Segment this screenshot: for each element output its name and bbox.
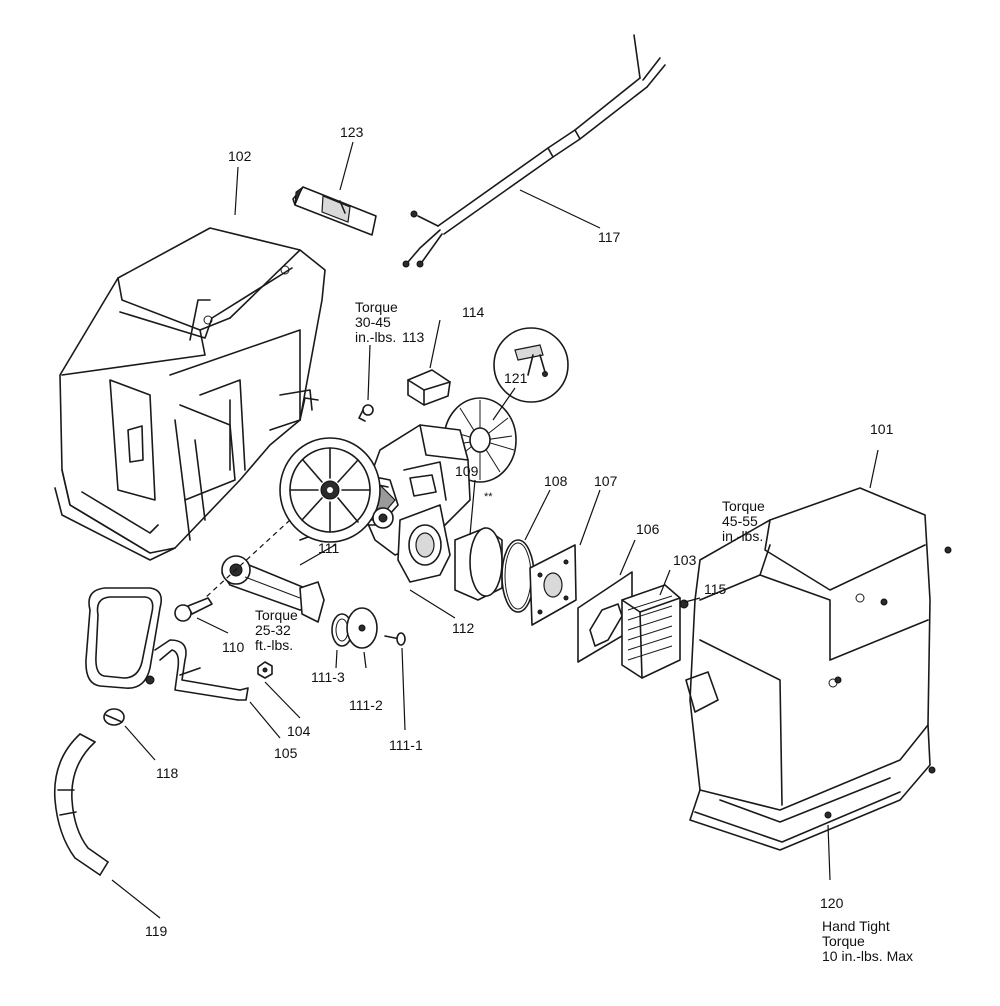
callout-113: 113: [402, 329, 425, 345]
leader-lines: [111, 141, 879, 919]
note-line: ft.-lbs.: [255, 637, 293, 653]
callout-120: 120: [820, 895, 844, 911]
part-123: [292, 186, 377, 236]
part-109-cylinder-sleeve: [454, 527, 503, 601]
part-102-rear-shroud: [54, 227, 326, 561]
part-113-screw: [358, 404, 374, 422]
callout-118: 118: [156, 765, 179, 781]
callout-109: 109: [455, 463, 479, 479]
callout-105: 105: [274, 745, 298, 761]
torque-note-111: Torque 25-32 ft.-lbs.: [255, 607, 298, 653]
part-121-inset: [493, 327, 569, 403]
callout-111: 111: [318, 540, 339, 556]
callout-115: 115: [704, 581, 727, 597]
callout-111-1: 111-1: [389, 737, 423, 753]
callout-123: 123: [340, 124, 364, 140]
callout-108: 108: [544, 473, 568, 489]
callout-102: 102: [228, 148, 252, 164]
note-line: Hand Tight: [822, 918, 890, 934]
note-line: 25-32: [255, 622, 291, 638]
part-117-power-cord: [402, 34, 666, 268]
callout-106: 106: [636, 521, 660, 537]
torque-note-120: Hand Tight Torque 10 in.-lbs. Max: [822, 918, 913, 964]
note-line: 30-45: [355, 314, 391, 330]
callout-103: 103: [673, 552, 697, 568]
part-111-1-screw: [384, 632, 406, 646]
part-119-hose: [53, 733, 109, 876]
part-110-screw: [174, 597, 213, 622]
callout-104: 104: [287, 723, 311, 739]
note-line: Torque: [822, 933, 865, 949]
part-114-block: [407, 369, 451, 406]
part-118-clamp: [103, 708, 125, 726]
part-111-2-washer: [346, 607, 378, 649]
note-line: in.-lbs.: [355, 329, 396, 345]
part-104-nut: [257, 661, 273, 679]
callout-107: 107: [594, 473, 618, 489]
callout-117: 117: [598, 229, 621, 245]
part-108-o-ring: [501, 539, 535, 613]
callout-labels: 102 123 117 113 114 121 101 109 ** 108 1…: [145, 124, 894, 939]
callout-111-3: 111-3: [311, 669, 345, 685]
part-105-handle-tube: [85, 587, 249, 701]
note-line: in.-lbs.: [722, 528, 763, 544]
callout-112: 112: [452, 620, 475, 636]
torque-note-101: Torque 45-55 in.-lbs.: [722, 498, 765, 544]
callout-star: **: [484, 491, 493, 503]
callout-119: 119: [145, 923, 168, 939]
pump-motor-assembly: [279, 397, 517, 583]
part-103-cylinder-head: [621, 584, 689, 679]
note-line: Torque: [255, 607, 298, 623]
note-line: 10 in.-lbs. Max: [822, 948, 913, 964]
callout-121: 121: [504, 370, 528, 386]
part-107-valve-plate: [529, 544, 577, 626]
note-line: Torque: [355, 299, 398, 315]
part-101-front-shroud: [685, 487, 952, 851]
torque-note-113: Torque 30-45 in.-lbs.: [355, 299, 398, 345]
callout-114: 114: [462, 304, 485, 320]
note-line: 45-55: [722, 513, 758, 529]
callout-111-2: 111-2: [349, 697, 383, 713]
callout-110: 110: [222, 639, 245, 655]
callout-101: 101: [870, 421, 894, 437]
note-line: Torque: [722, 498, 765, 514]
